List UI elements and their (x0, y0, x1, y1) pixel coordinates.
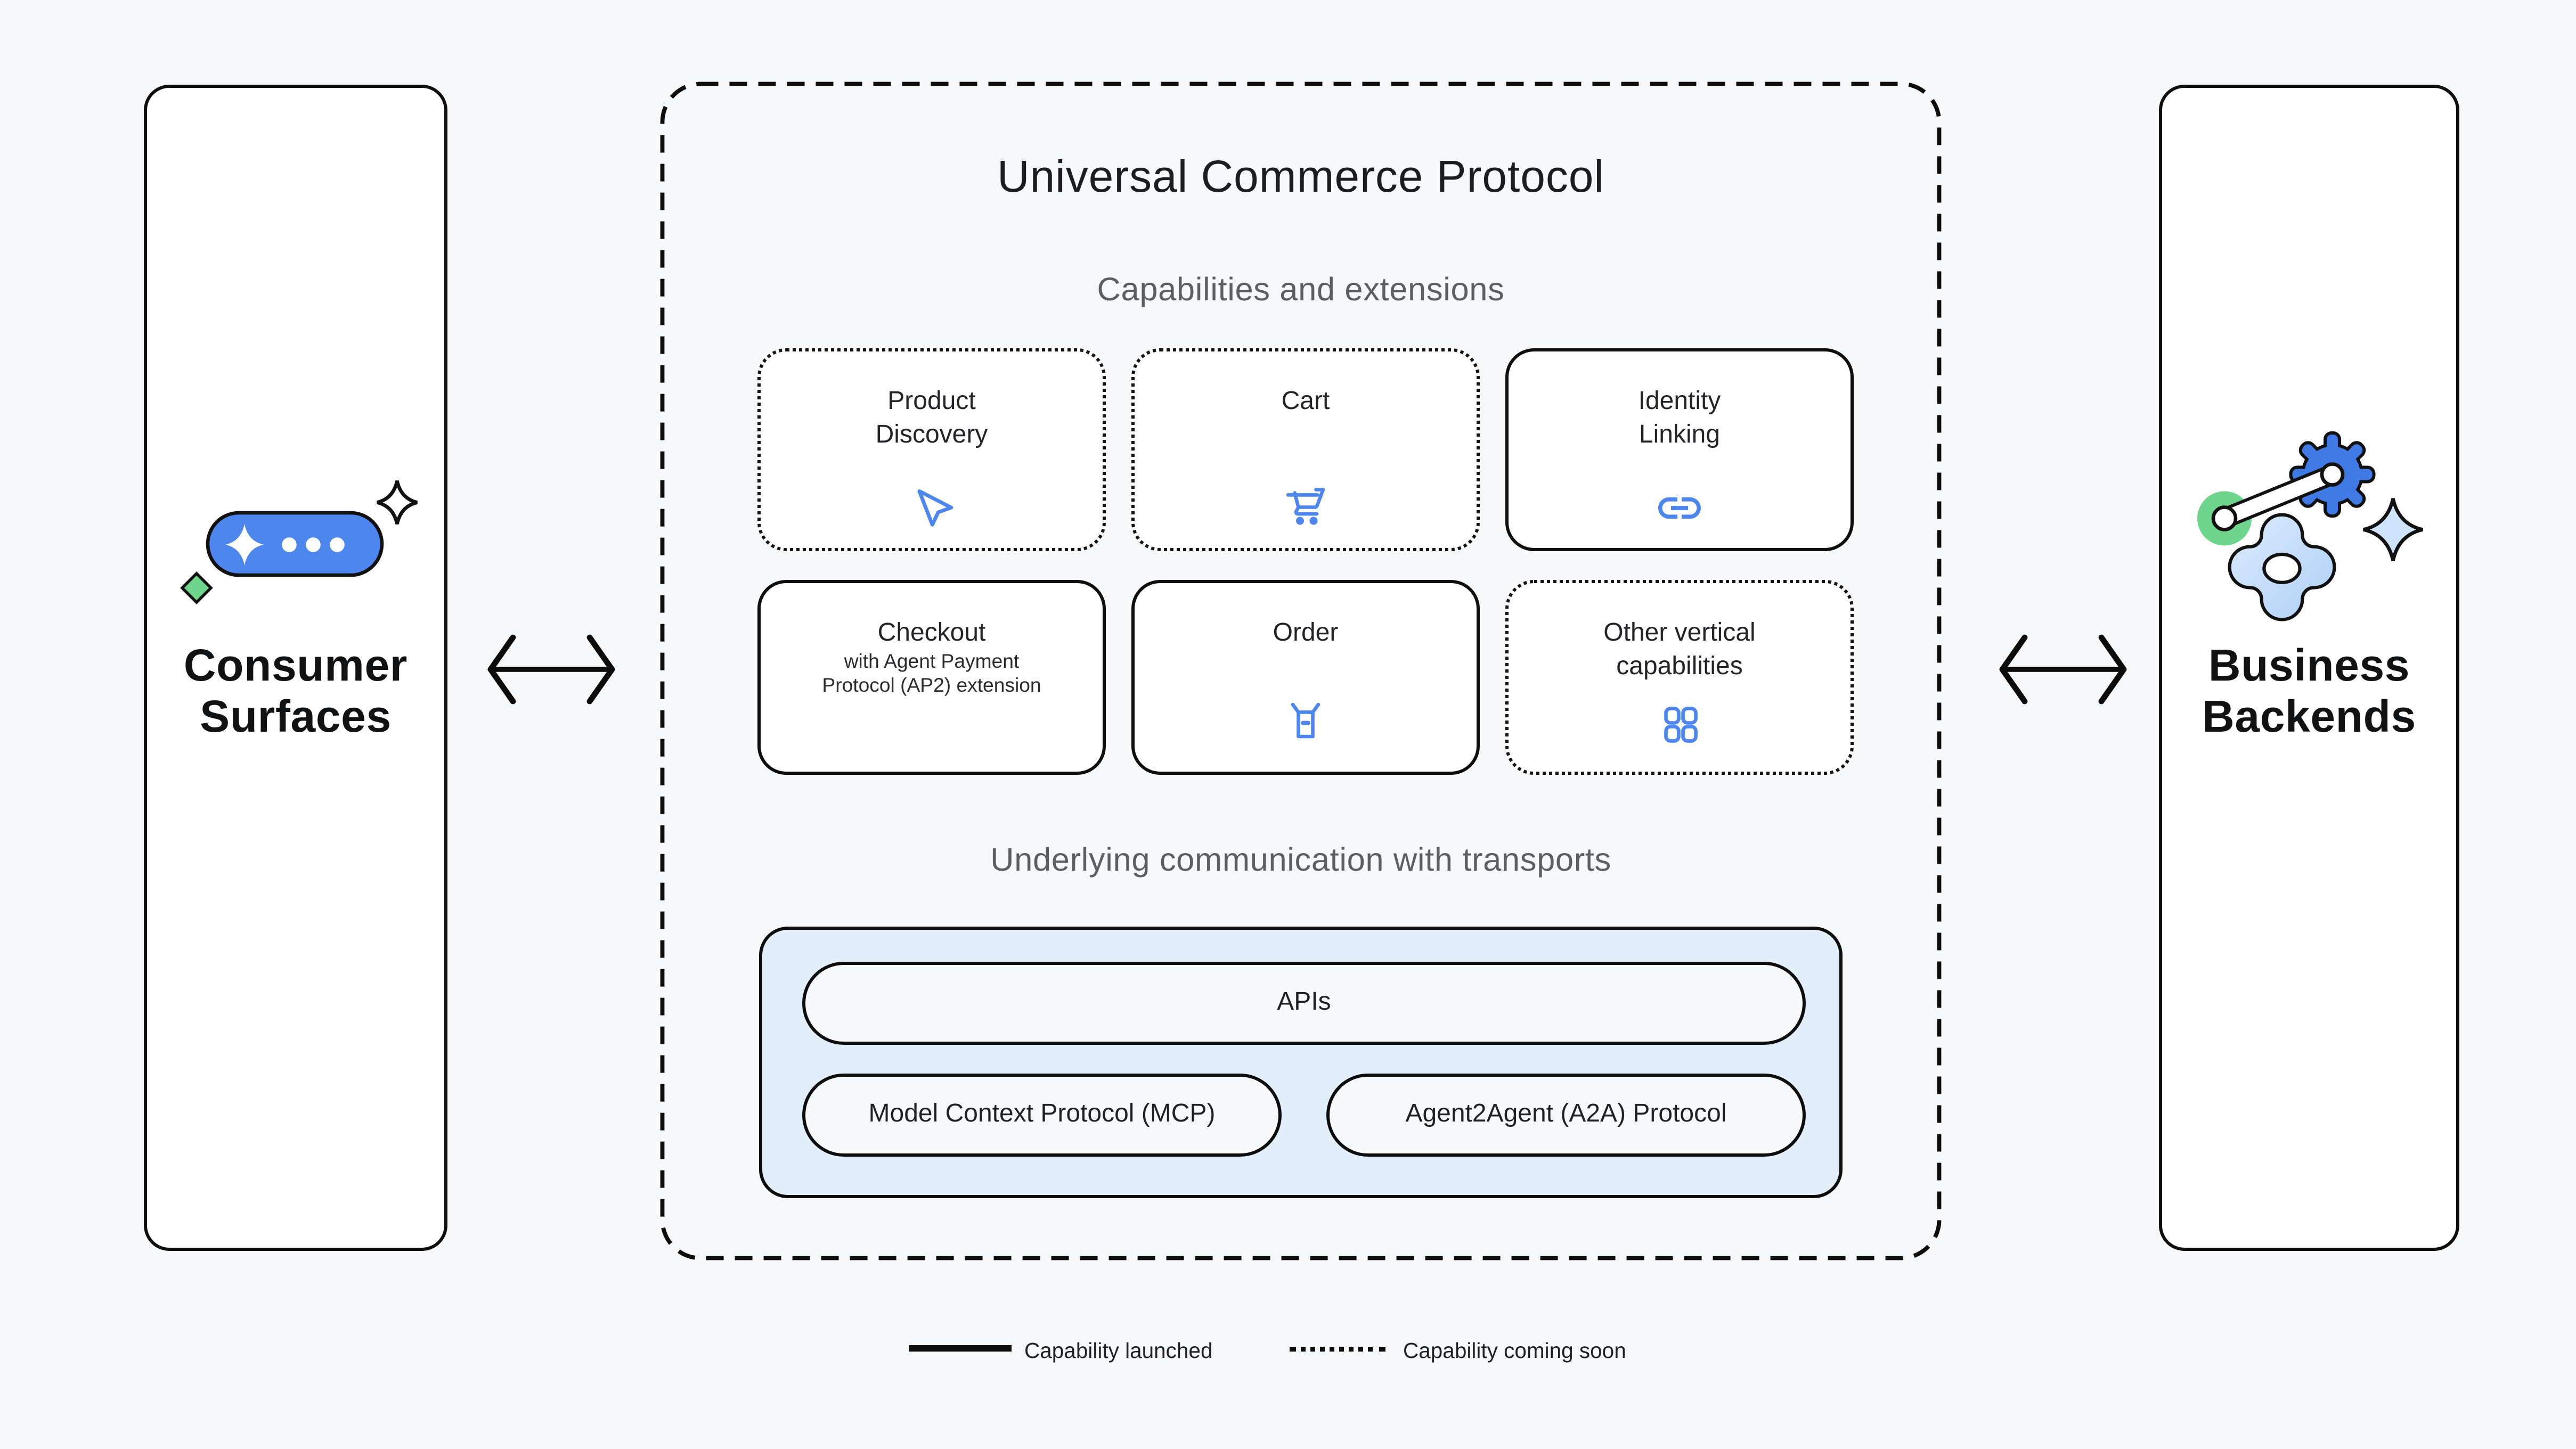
consumer-surfaces-label: Consumer Surfaces (183, 641, 408, 741)
card-title: Checkout (877, 620, 986, 647)
card-title: Order (1273, 620, 1339, 647)
protocol-title: Universal Commerce Protocol (997, 152, 1604, 201)
card-other-vertical: Other vertical capabilities (1505, 580, 1854, 775)
dot-icon (306, 537, 321, 552)
legend-coming-soon-label: Capability coming soon (1403, 1338, 1626, 1362)
card-title: Product Discovery (875, 388, 988, 448)
a2a-pill: Agent2Agent (A2A) Protocol (1326, 1074, 1806, 1157)
mcp-pill: Model Context Protocol (MCP) (802, 1074, 1282, 1157)
capabilities-heading: Capabilities and extensions (1097, 272, 1505, 308)
sparkle-outline-icon (377, 480, 418, 525)
card-title: Other vertical capabilities (1603, 620, 1756, 680)
order-icon (1291, 702, 1320, 739)
cross-shape-icon (2228, 513, 2336, 621)
card-title: Cart (1281, 388, 1330, 415)
consumer-surfaces-panel: Consumer Surfaces (144, 85, 447, 1251)
mcp-label: Model Context Protocol (MCP) (868, 1101, 1216, 1128)
business-backends-icon (2197, 431, 2423, 621)
send-icon (917, 489, 953, 527)
card-product-discovery: Product Discovery (757, 348, 1106, 551)
legend-launched-line (909, 1345, 1012, 1352)
right-double-arrow-icon (1999, 634, 2127, 705)
consumer-surfaces-icon (180, 480, 418, 604)
link-icon (1658, 497, 1701, 519)
transports-heading: Underlying communication with transports (990, 842, 1611, 879)
checkout-extension-note: with Agent Payment Protocol (AP2) extens… (822, 650, 1041, 697)
transports-container: APIs Model Context Protocol (MCP) Agent2… (759, 927, 1843, 1198)
dot-icon (330, 537, 345, 552)
sparkle-blue-icon (2363, 498, 2423, 561)
card-order: Order (1131, 580, 1480, 775)
dot-icon (282, 537, 297, 552)
card-cart: Cart (1131, 348, 1480, 551)
card-identity-linking: Identity Linking (1505, 348, 1854, 551)
legend-launched-label: Capability launched (1024, 1338, 1213, 1362)
cart-icon (1286, 488, 1325, 525)
left-double-arrow-icon (487, 634, 615, 705)
card-title: Identity Linking (1638, 388, 1721, 448)
legend-coming-soon-line (1290, 1346, 1385, 1351)
business-backends-panel: Business Backends (2159, 85, 2459, 1251)
grid-icon (1664, 707, 1698, 743)
apis-label: APIs (1277, 989, 1331, 1016)
sparkle-icon (225, 524, 264, 566)
business-backends-label: Business Backends (2202, 641, 2416, 741)
a2a-label: Agent2Agent (A2A) Protocol (1405, 1101, 1727, 1128)
green-diamond-icon (180, 571, 213, 604)
card-checkout: Checkout with Agent Payment Protocol (AP… (757, 580, 1106, 775)
apis-pill: APIs (802, 962, 1806, 1045)
